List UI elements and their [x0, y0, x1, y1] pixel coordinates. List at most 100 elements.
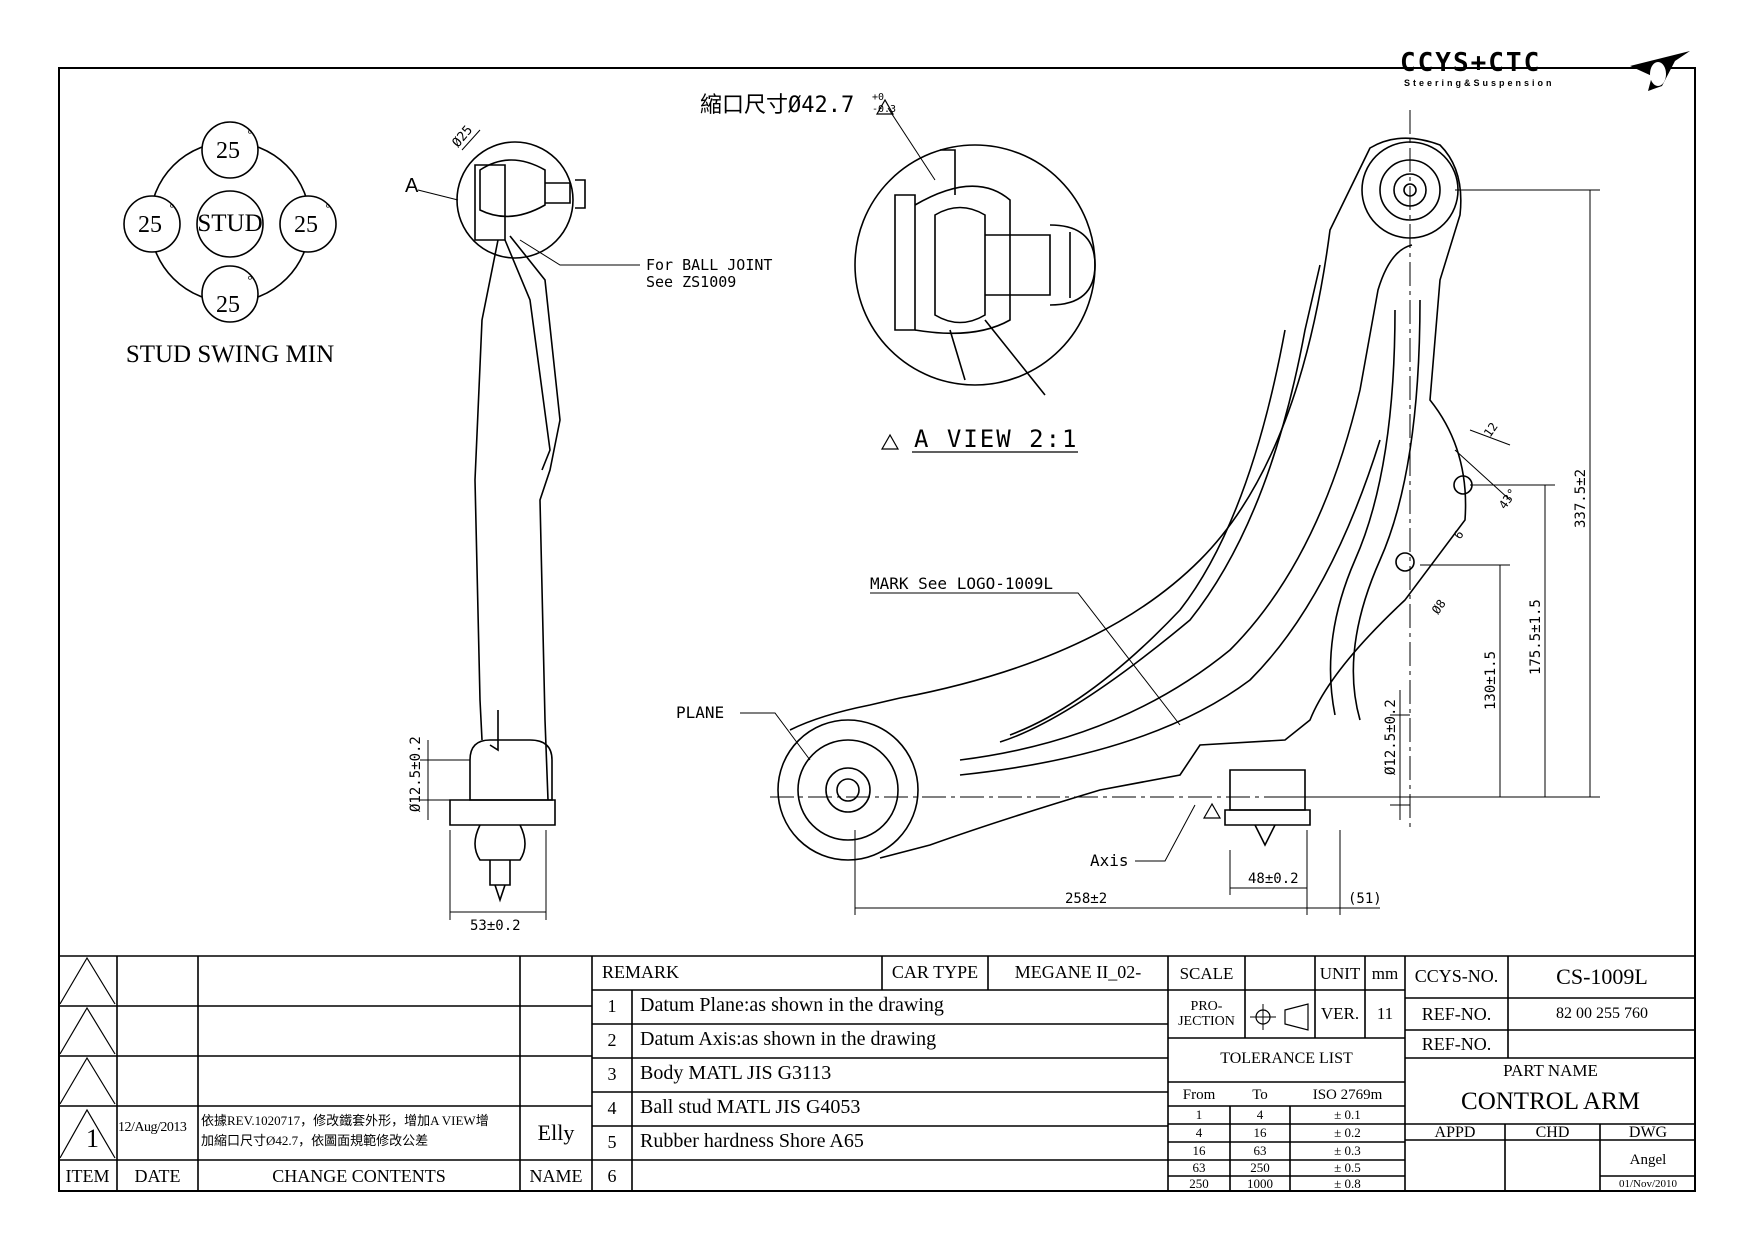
dim-43-leader — [1454, 449, 1511, 501]
rev-triangle-row4-icon — [59, 1108, 116, 1159]
arm-inner-edge-a — [959, 244, 1413, 761]
stud-swing-diagram — [123, 121, 337, 323]
company-logo: CCYS+CTC Steering&Suspension — [1400, 46, 1690, 96]
logo-brand: CCYS+CTC — [1400, 48, 1541, 78]
tolerance-title: TOLERANCE LIST — [1220, 1050, 1353, 1067]
side-balljoint-body — [479, 159, 546, 218]
side-view — [417, 129, 640, 920]
tolerance-row4-tol: ± 0.5 — [1334, 1160, 1361, 1175]
side-bushing-pin-tip — [494, 884, 506, 903]
balljoint-note-line1: For BALL JOINT — [646, 256, 772, 274]
axis-leader — [1135, 804, 1196, 862]
remark-num-4: 4 — [607, 1098, 617, 1118]
arm-outline — [789, 137, 1467, 859]
top-dim-8: Ø8 — [1429, 597, 1449, 617]
swing-circle-top — [201, 121, 259, 179]
arm-inner-edge-b — [959, 439, 1381, 776]
dwg-value: Angel — [1629, 1152, 1667, 1168]
dim-12-leader — [1469, 429, 1511, 446]
detail-stud — [985, 234, 1051, 296]
change-row-name: Elly — [537, 1120, 575, 1145]
top-plane-label: PLANE — [676, 703, 724, 722]
swing-circle-bottom — [201, 265, 259, 323]
remark-num-2: 2 — [607, 1030, 617, 1050]
side-arm-edge-right — [509, 235, 561, 801]
side-bracket — [489, 710, 499, 752]
rear-bushing-body — [1229, 769, 1306, 811]
side-balljoint-stud-tip — [575, 179, 586, 209]
tolerance-row2-to: 16 — [1253, 1125, 1267, 1140]
detail-neck-tol-upper: +0 — [872, 92, 884, 103]
detail-arm-lines — [949, 319, 1046, 396]
tolerance-head-to: To — [1252, 1087, 1268, 1103]
top-dim-48: 48±0.2 — [1248, 871, 1299, 887]
tolerance-row2-from: 4 — [1195, 1125, 1203, 1140]
change-row-item: 1 — [86, 1124, 99, 1153]
change-row-date: 12/Aug/2013 — [118, 1120, 187, 1135]
tolerance-row3-from: 16 — [1192, 1143, 1206, 1158]
top-dim-337: 337.5±2 — [1573, 469, 1589, 528]
rear-bushing-pin — [1254, 824, 1276, 847]
logo-swoosh-hole — [1650, 62, 1666, 86]
side-bushing-lower — [474, 824, 526, 861]
unit-label: UNIT — [1319, 964, 1361, 983]
remark-num-6: 6 — [607, 1166, 617, 1186]
detail-housing-body — [914, 185, 1011, 335]
appd-label: APPD — [1434, 1124, 1476, 1141]
remark-text-2: Datum Axis:as shown in the drawing — [640, 1028, 937, 1050]
detail-neck-leader — [887, 107, 936, 181]
tolerance-head-from: From — [1182, 1087, 1216, 1103]
rev-triangle-row3-icon — [59, 1056, 116, 1105]
side-ball-dia: Ø25 — [450, 123, 477, 151]
projection-cone-icon — [1284, 1003, 1309, 1031]
front-bushing-bore — [836, 778, 860, 802]
ccys-no-label: CCYS-NO. — [1414, 966, 1499, 986]
top-dim-51: (51) — [1348, 891, 1382, 907]
part-name-value: CONTROL ARM — [1461, 1088, 1640, 1115]
unit-value: mm — [1371, 964, 1399, 983]
tolerance-row1-from: 1 — [1195, 1107, 1203, 1122]
detail-bracket — [940, 149, 956, 195]
swing-angle-bottom: 25 — [216, 292, 240, 318]
swing-degree-left: ° — [169, 200, 174, 215]
swing-circle-center — [196, 190, 264, 258]
tolerance-row4-from: 63 — [1192, 1160, 1206, 1175]
projection-label: PRO- JECTION — [1178, 999, 1235, 1029]
ref-no-label-2: REF-NO. — [1421, 1034, 1492, 1054]
drawing-frame — [58, 67, 1696, 1192]
remark-num-5: 5 — [607, 1132, 617, 1152]
side-arm-inner — [504, 239, 551, 471]
ver-label: VER. — [1320, 1004, 1360, 1023]
tolerance-row4-to: 250 — [1250, 1160, 1270, 1175]
top-dim-175: 175.5±1.5 — [1528, 599, 1544, 675]
side-bushing-pin — [489, 860, 511, 886]
arm-rib-d — [1329, 309, 1396, 716]
detail-housing-left — [894, 194, 916, 331]
col-contents-header: CHANGE CONTENTS — [272, 1165, 446, 1186]
top-dim-12: 12 — [1481, 420, 1501, 440]
title-block-grid — [58, 955, 1696, 1192]
detail-view-a — [854, 98, 1096, 453]
detail-neck-tol-lower: -0.3 — [872, 104, 896, 115]
side-bushing-dia: Ø12.5±0.2 — [408, 736, 424, 812]
top-dim-258: 258±2 — [1065, 891, 1107, 907]
remark-text-4: Ball stud MATL JIS G4053 — [640, 1096, 861, 1118]
chd-label: CHD — [1535, 1124, 1570, 1141]
swing-degree-top: ° — [247, 126, 252, 141]
side-width-dim: 53±0.2 — [470, 918, 521, 934]
detail-view-circle — [854, 144, 1096, 386]
swing-angle-top: 25 — [216, 138, 240, 164]
detail-a-label: A — [405, 175, 419, 197]
scale-label: SCALE — [1179, 964, 1234, 983]
plane-leader — [740, 712, 811, 761]
side-balljoint-stud — [545, 182, 571, 204]
swing-degree-bottom: ° — [247, 272, 252, 287]
dwg-label: DWG — [1628, 1124, 1668, 1141]
detail-stud-end — [1049, 224, 1096, 306]
rev-triangle-icon — [875, 98, 895, 115]
tolerance-row5-from: 250 — [1189, 1176, 1209, 1191]
car-type-label: CAR TYPE — [891, 962, 979, 982]
swing-angle-left: 25 — [138, 212, 162, 238]
swing-center-label: STUD — [197, 210, 262, 237]
